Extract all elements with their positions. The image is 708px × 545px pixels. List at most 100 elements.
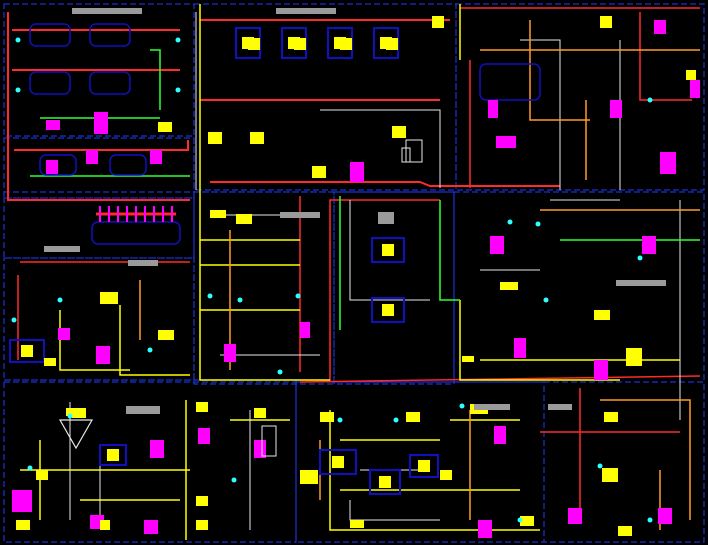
distillation-column <box>401 147 411 163</box>
process-line <box>299 375 701 383</box>
instrument-tag <box>535 221 541 227</box>
process-vessel <box>660 152 676 174</box>
process-line <box>320 109 441 188</box>
process-line <box>529 20 590 121</box>
pump-motor <box>16 520 30 530</box>
instrument-tag <box>507 219 513 225</box>
pump-motor <box>392 126 406 138</box>
tank-internal <box>418 460 430 472</box>
pump-motor <box>44 358 56 366</box>
pump-motor <box>248 38 260 50</box>
process-vessel <box>496 136 516 148</box>
process-line <box>210 181 560 187</box>
pump-motor <box>158 330 174 340</box>
instrument-tag <box>207 293 213 299</box>
clarifier-drive <box>66 408 86 416</box>
vessel-group <box>9 20 700 538</box>
section-frame <box>3 379 297 543</box>
equipment-group <box>16 16 696 536</box>
pump-motor <box>36 470 48 480</box>
heat-exchanger-shell <box>29 23 71 47</box>
distillation-column <box>261 425 277 457</box>
process-line <box>14 140 189 151</box>
process-vessel <box>494 426 506 444</box>
pump-motor <box>686 70 696 80</box>
instrument-tag <box>459 403 465 409</box>
title-block <box>280 212 320 218</box>
instrument-tag <box>67 413 73 419</box>
pump-motor <box>626 348 642 366</box>
process-vessel <box>610 100 622 118</box>
storage-tank <box>99 444 127 466</box>
tank-internal <box>379 476 391 488</box>
heat-exchanger-shell <box>39 154 77 176</box>
process-line <box>520 39 561 190</box>
instrument-tag <box>237 297 243 303</box>
instrument-tag <box>27 465 33 471</box>
process-vessel <box>46 160 58 174</box>
pump-motor <box>250 132 264 144</box>
process-vessel <box>94 112 108 134</box>
process-vessel <box>96 346 110 364</box>
process-line <box>119 305 190 376</box>
process-vessel <box>690 80 700 98</box>
title-block <box>126 406 160 414</box>
instrument-tag <box>57 297 63 303</box>
instrument-group <box>11 37 653 523</box>
heat-exchanger-shell <box>29 71 71 95</box>
storage-tank <box>371 237 405 263</box>
instrument-tag <box>175 87 181 93</box>
instrument-tag <box>11 317 17 323</box>
process-vessel <box>58 328 70 340</box>
storage-tank <box>371 297 405 323</box>
instrument-tag <box>517 517 523 523</box>
clarifier-cone <box>58 419 94 450</box>
pump-motor <box>520 516 534 526</box>
storage-tank <box>319 449 357 475</box>
title-block <box>128 260 158 266</box>
instrument-tag <box>647 517 653 523</box>
process-vessel <box>350 162 364 182</box>
process-line <box>639 12 692 101</box>
heat-exchanger-shell <box>89 71 131 95</box>
instrument-tag <box>15 87 21 93</box>
storage-tank <box>9 339 45 363</box>
pump-motor <box>196 520 208 530</box>
process-vessel <box>658 508 672 524</box>
title-block <box>378 212 394 224</box>
pump-motor <box>320 412 334 422</box>
instrument-tag <box>393 417 399 423</box>
process-vessel <box>144 520 158 534</box>
pump-motor <box>432 16 444 28</box>
title-block <box>276 8 336 14</box>
process-vessel <box>12 490 32 512</box>
heat-exchanger-shell <box>89 23 131 47</box>
process-vessel <box>478 520 492 538</box>
tank-internal <box>332 456 344 468</box>
pump-motor <box>340 38 352 50</box>
instrument-tag <box>15 37 21 43</box>
instrument-tag <box>147 347 153 353</box>
section-frame <box>543 381 705 543</box>
title-block-group <box>44 8 666 414</box>
pump-motor <box>294 38 306 50</box>
pump-motor <box>208 132 222 144</box>
pump-motor <box>350 520 364 528</box>
heat-exchanger-shell <box>109 154 147 176</box>
pump-motor <box>210 210 226 218</box>
process-vessel <box>254 440 266 458</box>
process-vessel <box>150 150 162 164</box>
process-vessel <box>568 508 582 524</box>
process-vessel <box>198 428 210 444</box>
process-vessel <box>488 100 498 118</box>
title-block <box>474 404 510 410</box>
title-block <box>616 280 666 286</box>
process-line <box>199 4 330 381</box>
pump-motor <box>254 408 266 418</box>
pump-motor <box>196 402 208 412</box>
process-line <box>600 399 691 520</box>
instrument-tag <box>543 297 549 303</box>
pump-motor <box>604 412 618 422</box>
process-vessel <box>642 236 656 254</box>
